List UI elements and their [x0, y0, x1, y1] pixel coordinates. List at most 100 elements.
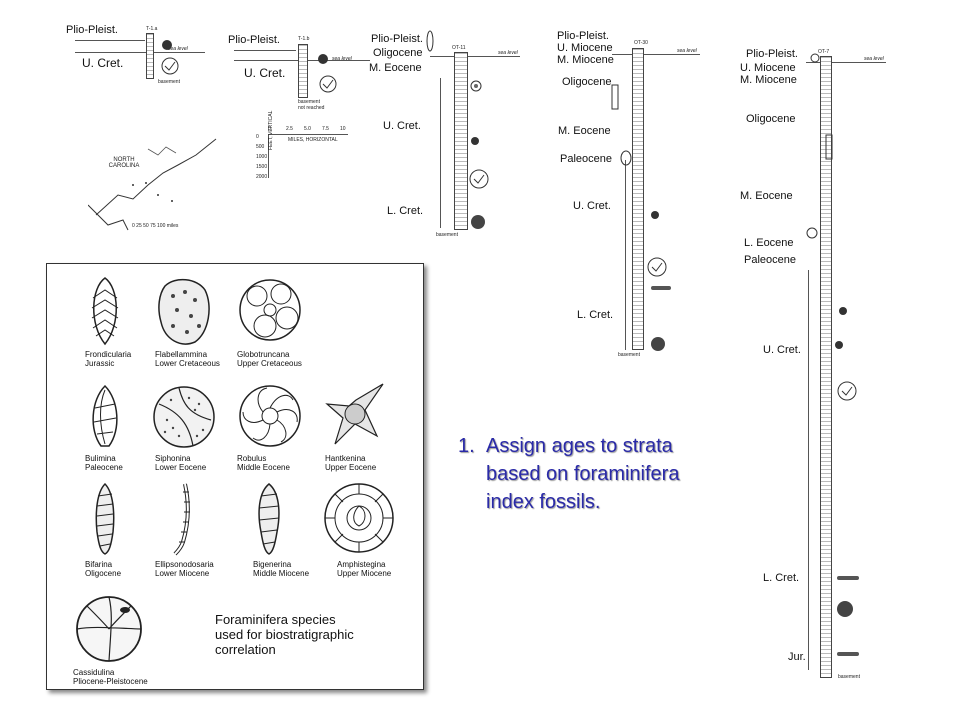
well-3-label-oligocene: Oligocene — [373, 47, 423, 59]
well-2-label-plio: Plio-Pleist. — [228, 34, 280, 46]
well-4-id: OT-30 — [634, 40, 648, 46]
well-3-id: OT-11 — [452, 45, 466, 51]
species-age: Lower Miocene — [155, 569, 210, 578]
well-2-bottom: basement not reached — [298, 99, 325, 111]
fossil-icon — [162, 40, 172, 50]
instruction-line: based on foraminifera — [486, 463, 680, 485]
species-name: Bifarina — [85, 560, 113, 569]
species-name: Hantkenina — [325, 454, 366, 463]
well-5-sea-line — [806, 62, 886, 63]
flabellammina-icon — [158, 278, 210, 345]
siphonina-icon — [153, 386, 215, 448]
well-1-bottom: basement — [158, 79, 180, 85]
fossil-icon — [426, 30, 434, 52]
scale-diagram: 0 2.5 5.0 7.5 10 MILES, HORIZONTAL 0 500… — [254, 111, 354, 184]
well-4-label-plio: Plio-Pleist. — [557, 30, 609, 42]
well-5-label-mmiocene: M. Miocene — [740, 74, 797, 86]
fossil-icon — [810, 53, 820, 63]
well-4-range-line — [625, 160, 626, 350]
v-tick: 1500 — [256, 164, 268, 170]
species-name: Frondicularia — [85, 350, 132, 359]
v-tick: 1000 — [256, 154, 268, 160]
well-5-range-line — [808, 270, 809, 670]
species-age: Upper Miocene — [337, 569, 392, 578]
h-tick: 5.0 — [304, 126, 311, 132]
species-name: Ellipsonodosaria — [155, 560, 214, 569]
coastline-map — [87, 138, 217, 231]
species-age: Middle Miocene — [253, 569, 310, 578]
bifarina-icon — [95, 482, 115, 555]
well-3-bottom: basement — [436, 232, 458, 238]
well-5-label-umiocene: U. Miocene — [740, 62, 796, 74]
species-age: Upper Cretaceous — [237, 359, 302, 368]
well-5-label-plio: Plio-Pleist. — [746, 48, 798, 60]
v-scale-label: FEET, VERTICAL — [268, 110, 274, 150]
location-map: NORTH CAROLINA 0 25 50 75 100 miles — [87, 125, 248, 240]
fossil-icon — [651, 211, 659, 219]
well-3-label-plio: Plio-Pleist. — [371, 33, 423, 45]
well-4-sea-level: sea level — [677, 48, 697, 54]
fossil-icon — [806, 227, 818, 239]
instruction-line: Assign ages to strata — [486, 435, 673, 457]
h-tick: 2.5 — [286, 126, 293, 132]
well-4-column — [632, 48, 644, 350]
amphistegina-icon — [324, 483, 394, 553]
fossil-icon — [647, 257, 667, 277]
fossil-icon — [620, 150, 632, 166]
instruction-line: index fossils. — [486, 491, 601, 513]
v-tick: 500 — [256, 144, 265, 150]
fossil-icon — [161, 57, 179, 75]
well-4-label-paleocene: Paleocene — [560, 153, 612, 165]
fossil-icon — [469, 169, 489, 189]
caption-line: used for biostratigraphic — [215, 627, 354, 642]
well-5-label-ucret: U. Cret. — [763, 344, 801, 356]
species-name: Cassidulina — [73, 668, 115, 677]
fossil-icon — [319, 75, 337, 93]
fossil-icon — [651, 337, 665, 351]
instruction-text: 1.Assign ages to strata based on foramin… — [458, 432, 768, 516]
species-name: Globotruncana — [237, 350, 290, 359]
well-4-label-oligocene: Oligocene — [562, 76, 612, 88]
fossil-icon — [471, 137, 479, 145]
fossil-icon — [839, 307, 847, 315]
well-3-label-ucret: U. Cret. — [383, 120, 421, 132]
well-5-label-oligocene: Oligocene — [746, 113, 796, 125]
well-3-sea-line — [430, 56, 520, 57]
h-tick: 0 — [268, 126, 271, 132]
species-age: Middle Eocene — [237, 463, 290, 472]
h-tick: 10 — [340, 126, 346, 132]
fossil-icon — [651, 286, 671, 290]
well-5-label-meocene: M. Eocene — [740, 190, 793, 202]
caption-line: correlation — [215, 642, 276, 657]
robulus-icon — [239, 385, 301, 447]
species-age: Pliocene-Pleistocene — [73, 677, 148, 686]
fossil-icon — [318, 54, 328, 64]
well-5-id: OT-7 — [818, 49, 830, 55]
well-5-sea-level: sea level — [864, 56, 884, 62]
well-2-boundary-line — [234, 50, 296, 51]
well-4-sea-line — [612, 54, 700, 55]
species-age: Lower Eocene — [155, 463, 207, 472]
well-3-label-lcret: L. Cret. — [387, 205, 424, 217]
well-1-sea-line — [75, 52, 205, 53]
well-1-column — [146, 33, 154, 79]
v-tick: 0 — [256, 134, 259, 140]
h-scale-line — [268, 134, 348, 135]
well-4-label-umiocene: U. Miocene — [557, 42, 613, 54]
well-5-bottom: basement — [838, 674, 860, 680]
well-1-label-ucret: U. Cret. — [82, 56, 124, 70]
map-scale: 0 25 50 75 100 miles — [132, 223, 179, 229]
well-4-label-lcret: L. Cret. — [577, 309, 614, 321]
globotruncana-icon — [239, 279, 301, 341]
fossil-icon — [611, 84, 619, 110]
well-3-label-meocene: M. Eocene — [369, 62, 422, 74]
well-4-label-meocene: M. Eocene — [558, 125, 611, 137]
well-3-column — [454, 52, 468, 230]
fossil-icon — [470, 80, 482, 92]
well-3-sea-level: sea level — [498, 50, 518, 56]
well-2-column — [298, 44, 308, 98]
map-state-label: NORTH CAROLINA — [108, 157, 140, 169]
species-name: Robulus — [237, 454, 267, 463]
species-name: Bigenerina — [253, 560, 292, 569]
caption-line: Foraminifera species — [215, 612, 336, 627]
